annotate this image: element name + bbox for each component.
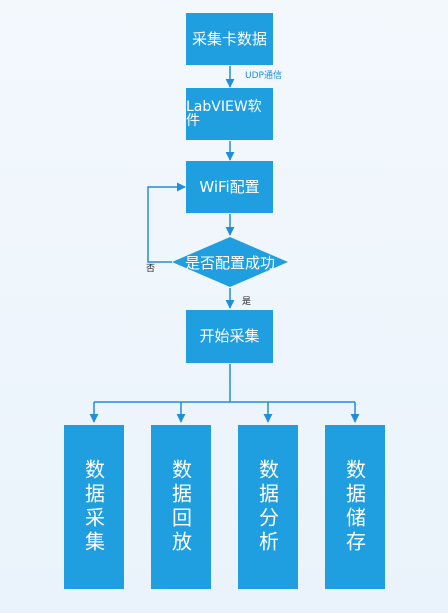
node-wifi-config-label: WiFi配置 [199, 177, 260, 196]
output-data-collect: 数据采集 [64, 425, 124, 589]
output-data-storage: 数据储存 [325, 425, 385, 589]
output-data-analysis: 数据分析 [238, 425, 298, 589]
node-collect-data: 采集卡数据 [186, 13, 273, 65]
node-wifi-config: WiFi配置 [186, 161, 273, 213]
node-start-collect: 开始采集 [186, 310, 273, 363]
edge-udp-label: UDP通信 [245, 71, 282, 81]
output-data-playback: 数据回放 [151, 425, 211, 589]
decision-yes-label: 是 [242, 297, 252, 307]
output-data-collect-label: 数据采集 [81, 459, 106, 555]
node-labview: LabVIEW软件 [186, 88, 273, 140]
output-data-playback-label: 数据回放 [168, 459, 193, 555]
node-start-collect-label: 开始采集 [199, 327, 260, 345]
decision-label: 是否配置成功 [184, 253, 275, 272]
output-data-analysis-label: 数据分析 [255, 459, 280, 555]
node-collect-data-label: 采集卡数据 [191, 29, 267, 48]
decision-diamond [172, 237, 288, 287]
decision-no-label: 否 [146, 264, 156, 274]
edge-decision-no-loop [147, 182, 186, 263]
output-data-storage-label: 数据储存 [342, 459, 367, 555]
node-labview-label: LabVIEW软件 [186, 99, 262, 129]
